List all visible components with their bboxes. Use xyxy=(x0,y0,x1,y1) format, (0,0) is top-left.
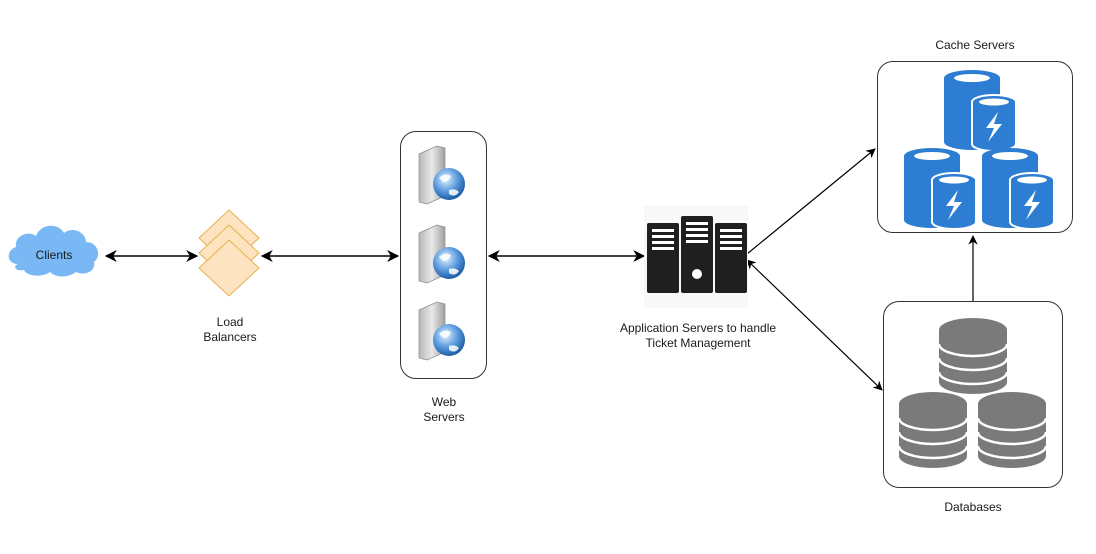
web-server-icon xyxy=(418,145,465,205)
databases-label: Databases xyxy=(944,500,1002,514)
web-servers-label-line2: Servers xyxy=(423,410,465,424)
cache-server-icon xyxy=(904,148,977,230)
web-server-icon xyxy=(418,224,465,284)
load-balancers-label-line2: Balancers xyxy=(203,330,257,344)
app-servers-label-line2: Ticket Management xyxy=(645,336,751,350)
database-icon xyxy=(976,392,1048,468)
web-servers-container[interactable] xyxy=(400,131,487,379)
cache-server-icon xyxy=(982,148,1055,230)
cache-server-icon xyxy=(944,70,1017,152)
load-balancers-label: Load Balancers xyxy=(180,315,280,345)
app-servers-label-line1: Application Servers to handle xyxy=(619,321,777,335)
cache-servers-label: Cache Servers xyxy=(935,38,1015,52)
web-servers-label-line1: Web xyxy=(431,395,457,409)
clients-label: Clients xyxy=(35,248,73,262)
cloud-icon[interactable] xyxy=(8,225,99,277)
web-server-icons xyxy=(418,145,465,361)
load-balancer-icon[interactable] xyxy=(198,209,260,297)
cache-icons xyxy=(904,70,1055,230)
edge-appservers-cache xyxy=(746,148,876,255)
database-icon xyxy=(897,392,969,468)
database-icons xyxy=(897,318,1048,468)
web-servers-label: Web Servers xyxy=(394,395,494,425)
application-server-icon[interactable] xyxy=(644,206,748,308)
cache-servers-container[interactable] xyxy=(877,61,1073,233)
database-icon xyxy=(937,318,1009,394)
load-balancers-label-line1: Load xyxy=(216,315,244,329)
databases-container[interactable] xyxy=(883,301,1063,488)
app-servers-label: Application Servers to handle Ticket Man… xyxy=(578,321,818,351)
edge-appservers-databases xyxy=(746,259,883,391)
web-server-icon xyxy=(418,301,465,361)
